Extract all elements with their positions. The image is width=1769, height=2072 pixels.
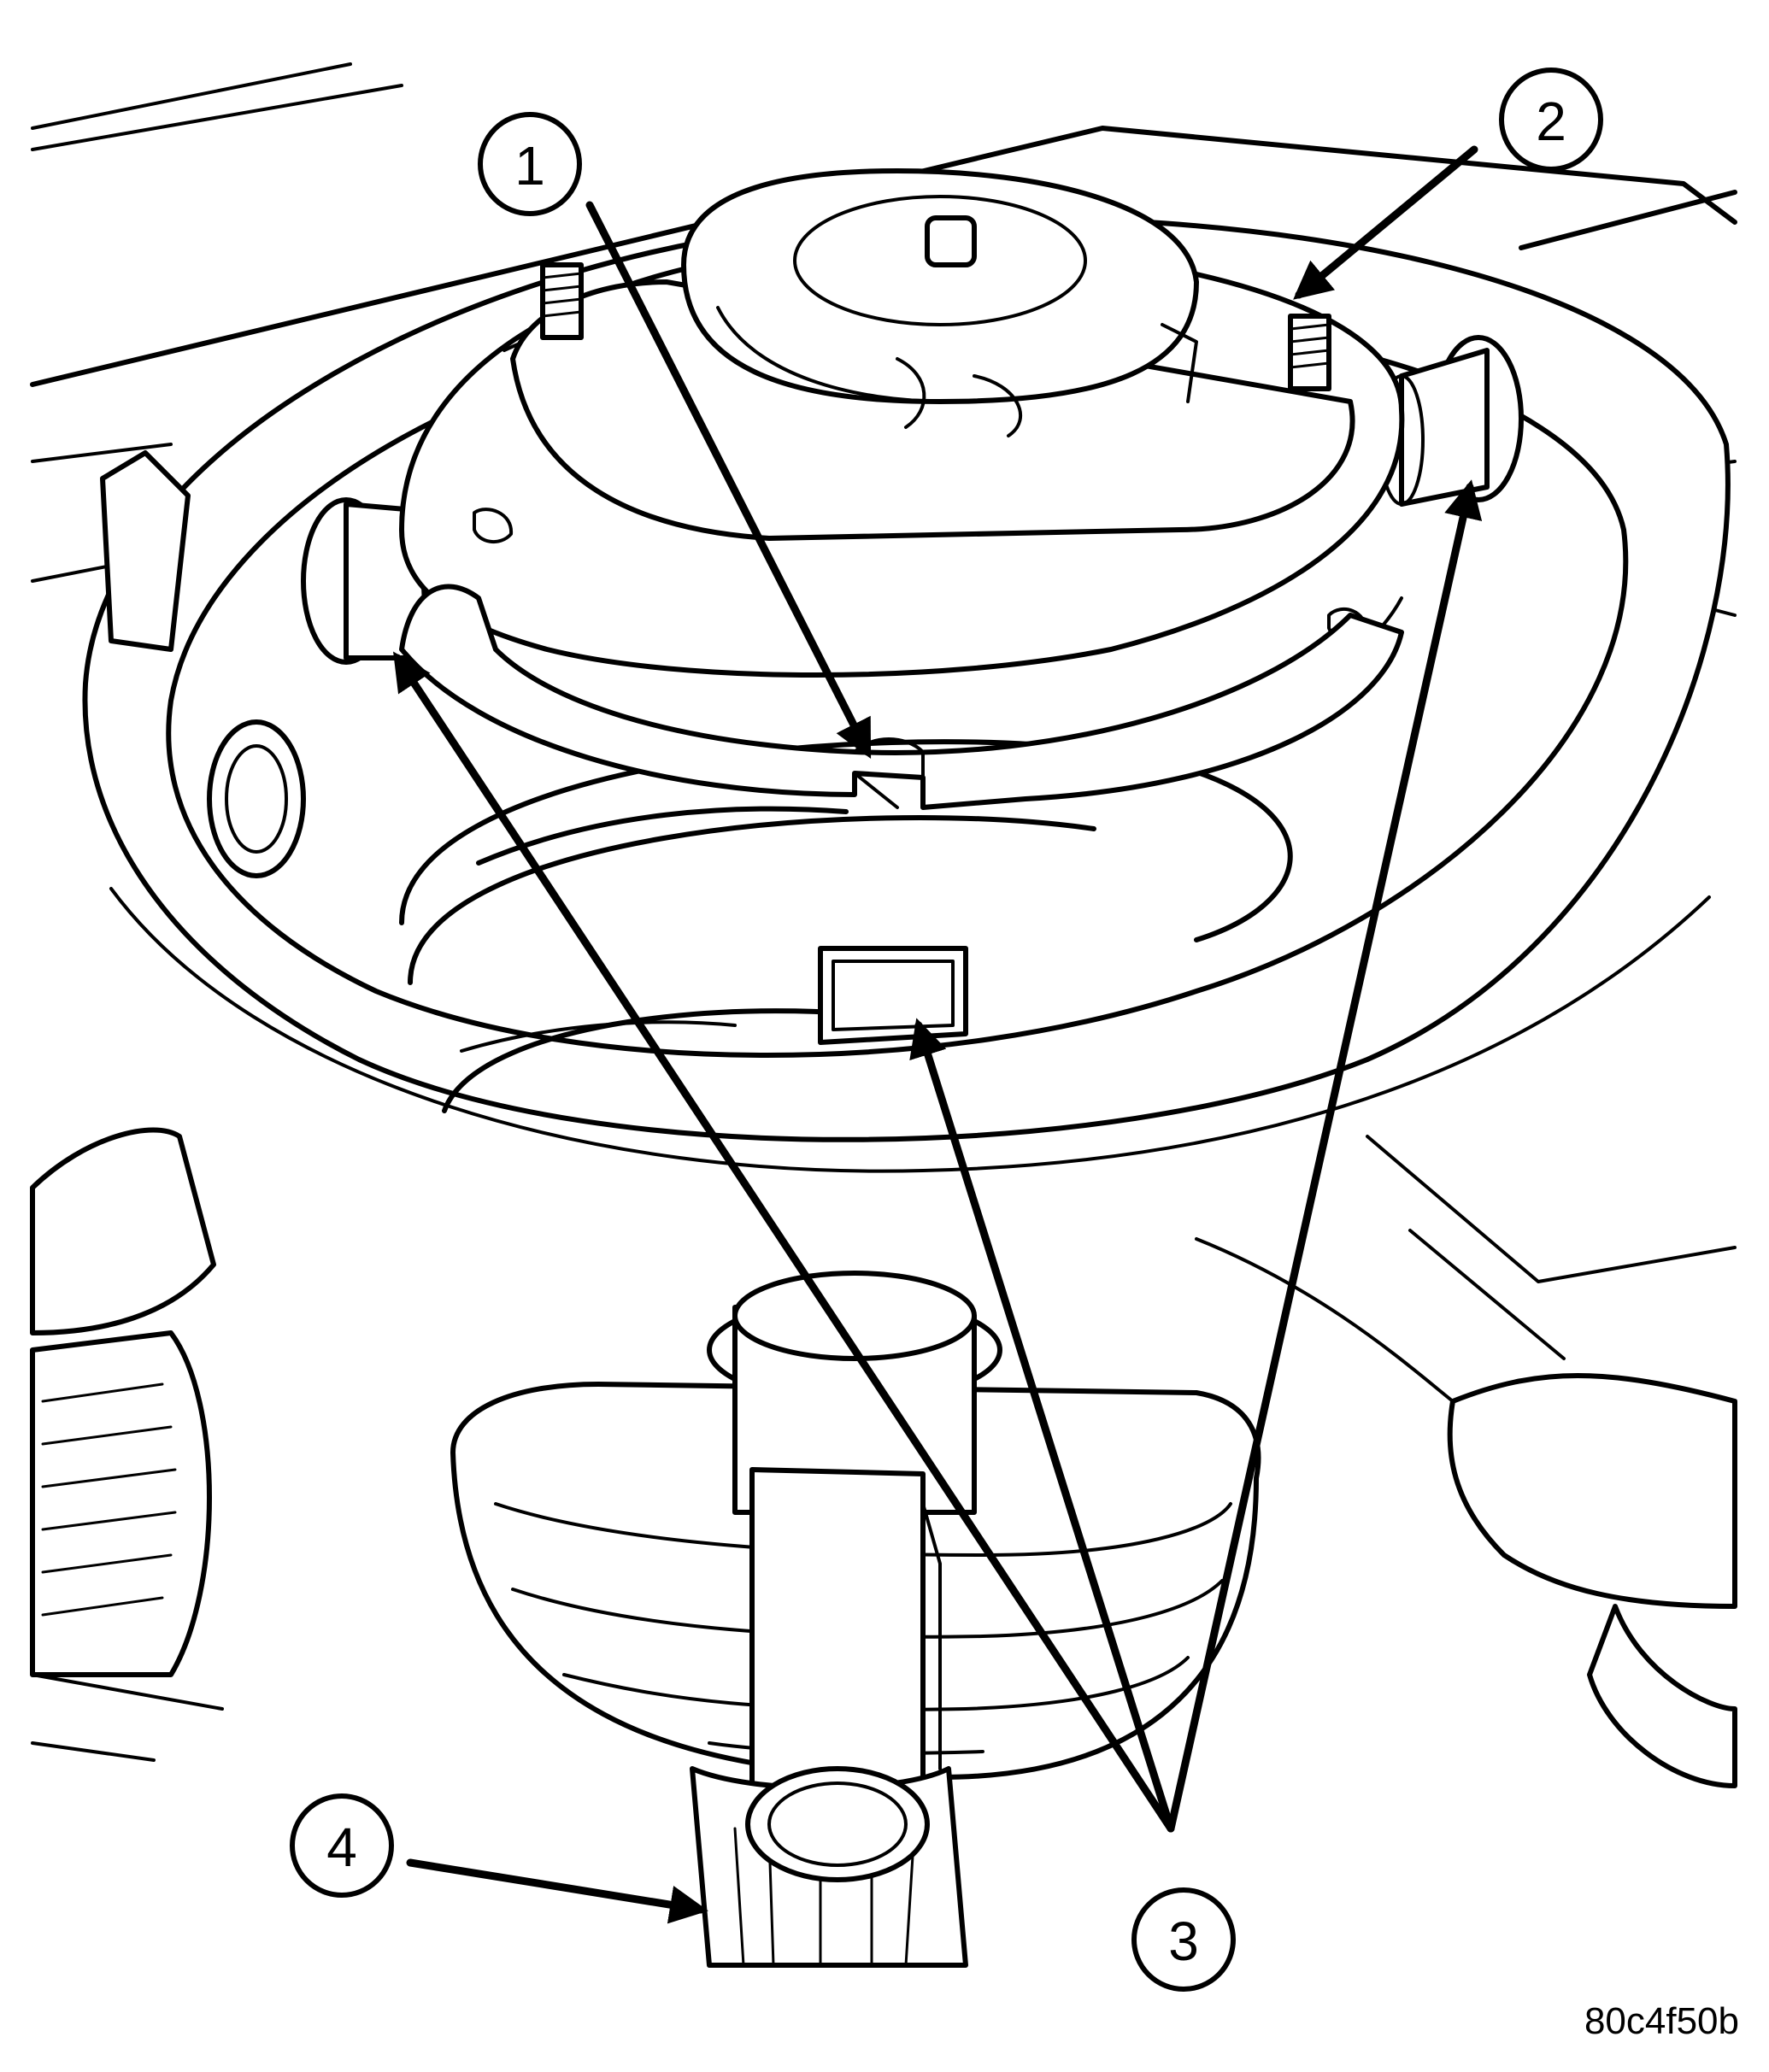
arrow-1 (585, 201, 872, 760)
upper-strut-mount (399, 168, 1405, 776)
figure-id: 80c4f50b (1584, 2000, 1739, 2042)
strut-shaft (690, 1271, 1002, 1968)
callout-2: 2 (1499, 68, 1603, 172)
arrow-3c (1167, 479, 1483, 1833)
arrow-3a (393, 651, 1175, 1833)
arrow-3b (909, 1018, 1175, 1833)
right-pin (1378, 335, 1524, 507)
callout-3: 3 (1131, 1887, 1236, 1992)
arrow-2 (1293, 145, 1478, 300)
callout-2-label: 2 (1536, 91, 1566, 152)
leader-arrows (393, 145, 1483, 1924)
callout-4: 4 (290, 1793, 394, 1898)
callout-3-label: 3 (1168, 1911, 1199, 1972)
frame-arms (30, 1127, 1737, 1788)
callout-1-label: 1 (514, 135, 545, 197)
callout-1: 1 (478, 112, 582, 216)
arrow-4 (406, 1858, 708, 1924)
lower-jaw-notch (818, 946, 968, 1045)
callout-4-label: 4 (326, 1817, 357, 1878)
